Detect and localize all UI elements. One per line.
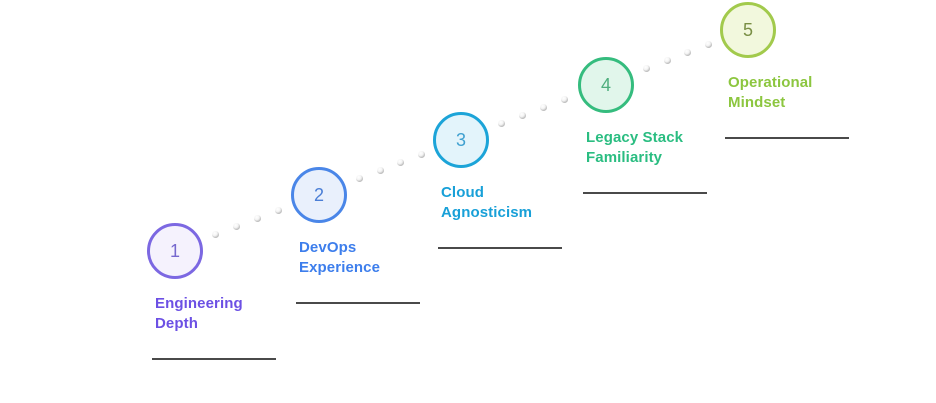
step-5-underline bbox=[725, 137, 849, 139]
connector-dot bbox=[684, 49, 691, 56]
connector-dot bbox=[377, 167, 384, 174]
step-3-circle: 3 bbox=[433, 112, 489, 168]
connector-dot bbox=[498, 120, 505, 127]
connector-dot bbox=[705, 41, 712, 48]
step-5-circle: 5 bbox=[720, 2, 776, 58]
connector-dot bbox=[540, 104, 547, 111]
step-1-number: 1 bbox=[169, 241, 180, 261]
step-1-circle: 1 bbox=[147, 223, 203, 279]
step-3-underline bbox=[438, 247, 562, 249]
connector-dot bbox=[397, 159, 404, 166]
step-2-underline bbox=[296, 302, 420, 304]
step-2-number: 2 bbox=[313, 185, 324, 205]
connector-dot bbox=[212, 231, 219, 238]
connector-dot bbox=[664, 57, 671, 64]
connector-dot bbox=[275, 207, 282, 214]
step-4-label: Legacy Stack Familiarity bbox=[586, 129, 684, 166]
connector-dot bbox=[254, 215, 261, 222]
step-4-underline bbox=[583, 192, 707, 194]
step-2-label: DevOps Experience bbox=[299, 239, 381, 276]
connector-dot bbox=[561, 96, 568, 103]
step-3-label: Cloud Agnosticism bbox=[441, 184, 533, 221]
step-3-number: 3 bbox=[455, 130, 466, 150]
connector-dot bbox=[519, 112, 526, 119]
step-2-circle: 2 bbox=[291, 167, 347, 223]
step-1-label: Engineering Depth bbox=[155, 295, 243, 332]
connector-dot bbox=[356, 175, 363, 182]
step-5-number: 5 bbox=[742, 20, 753, 40]
step-4-number: 4 bbox=[600, 75, 611, 95]
step-4-circle: 4 bbox=[578, 57, 634, 113]
connector-dot bbox=[643, 65, 650, 72]
step-1-underline bbox=[152, 358, 276, 360]
connector-dot bbox=[233, 223, 240, 230]
step-5-label: Operational Mindset bbox=[728, 74, 813, 111]
connector-dot bbox=[418, 151, 425, 158]
